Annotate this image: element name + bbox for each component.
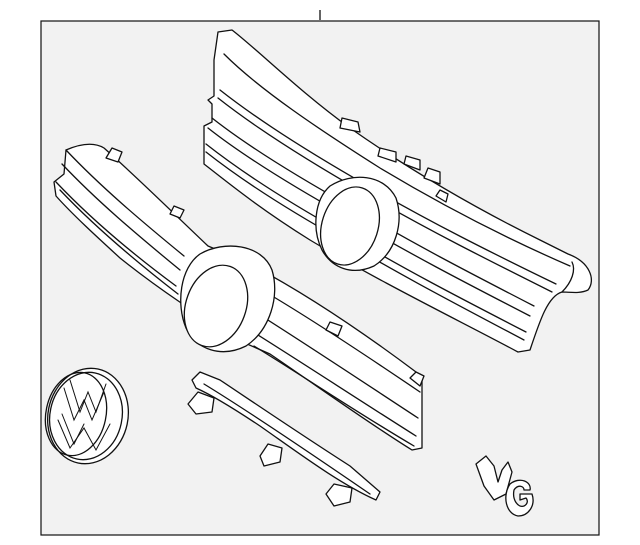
mounting-bracket <box>187 371 381 507</box>
upper-grille <box>203 29 592 353</box>
lower-grille <box>53 143 425 451</box>
vg-badge <box>475 455 534 517</box>
vw-emblem <box>44 367 130 465</box>
upper-grille-body <box>203 29 592 353</box>
